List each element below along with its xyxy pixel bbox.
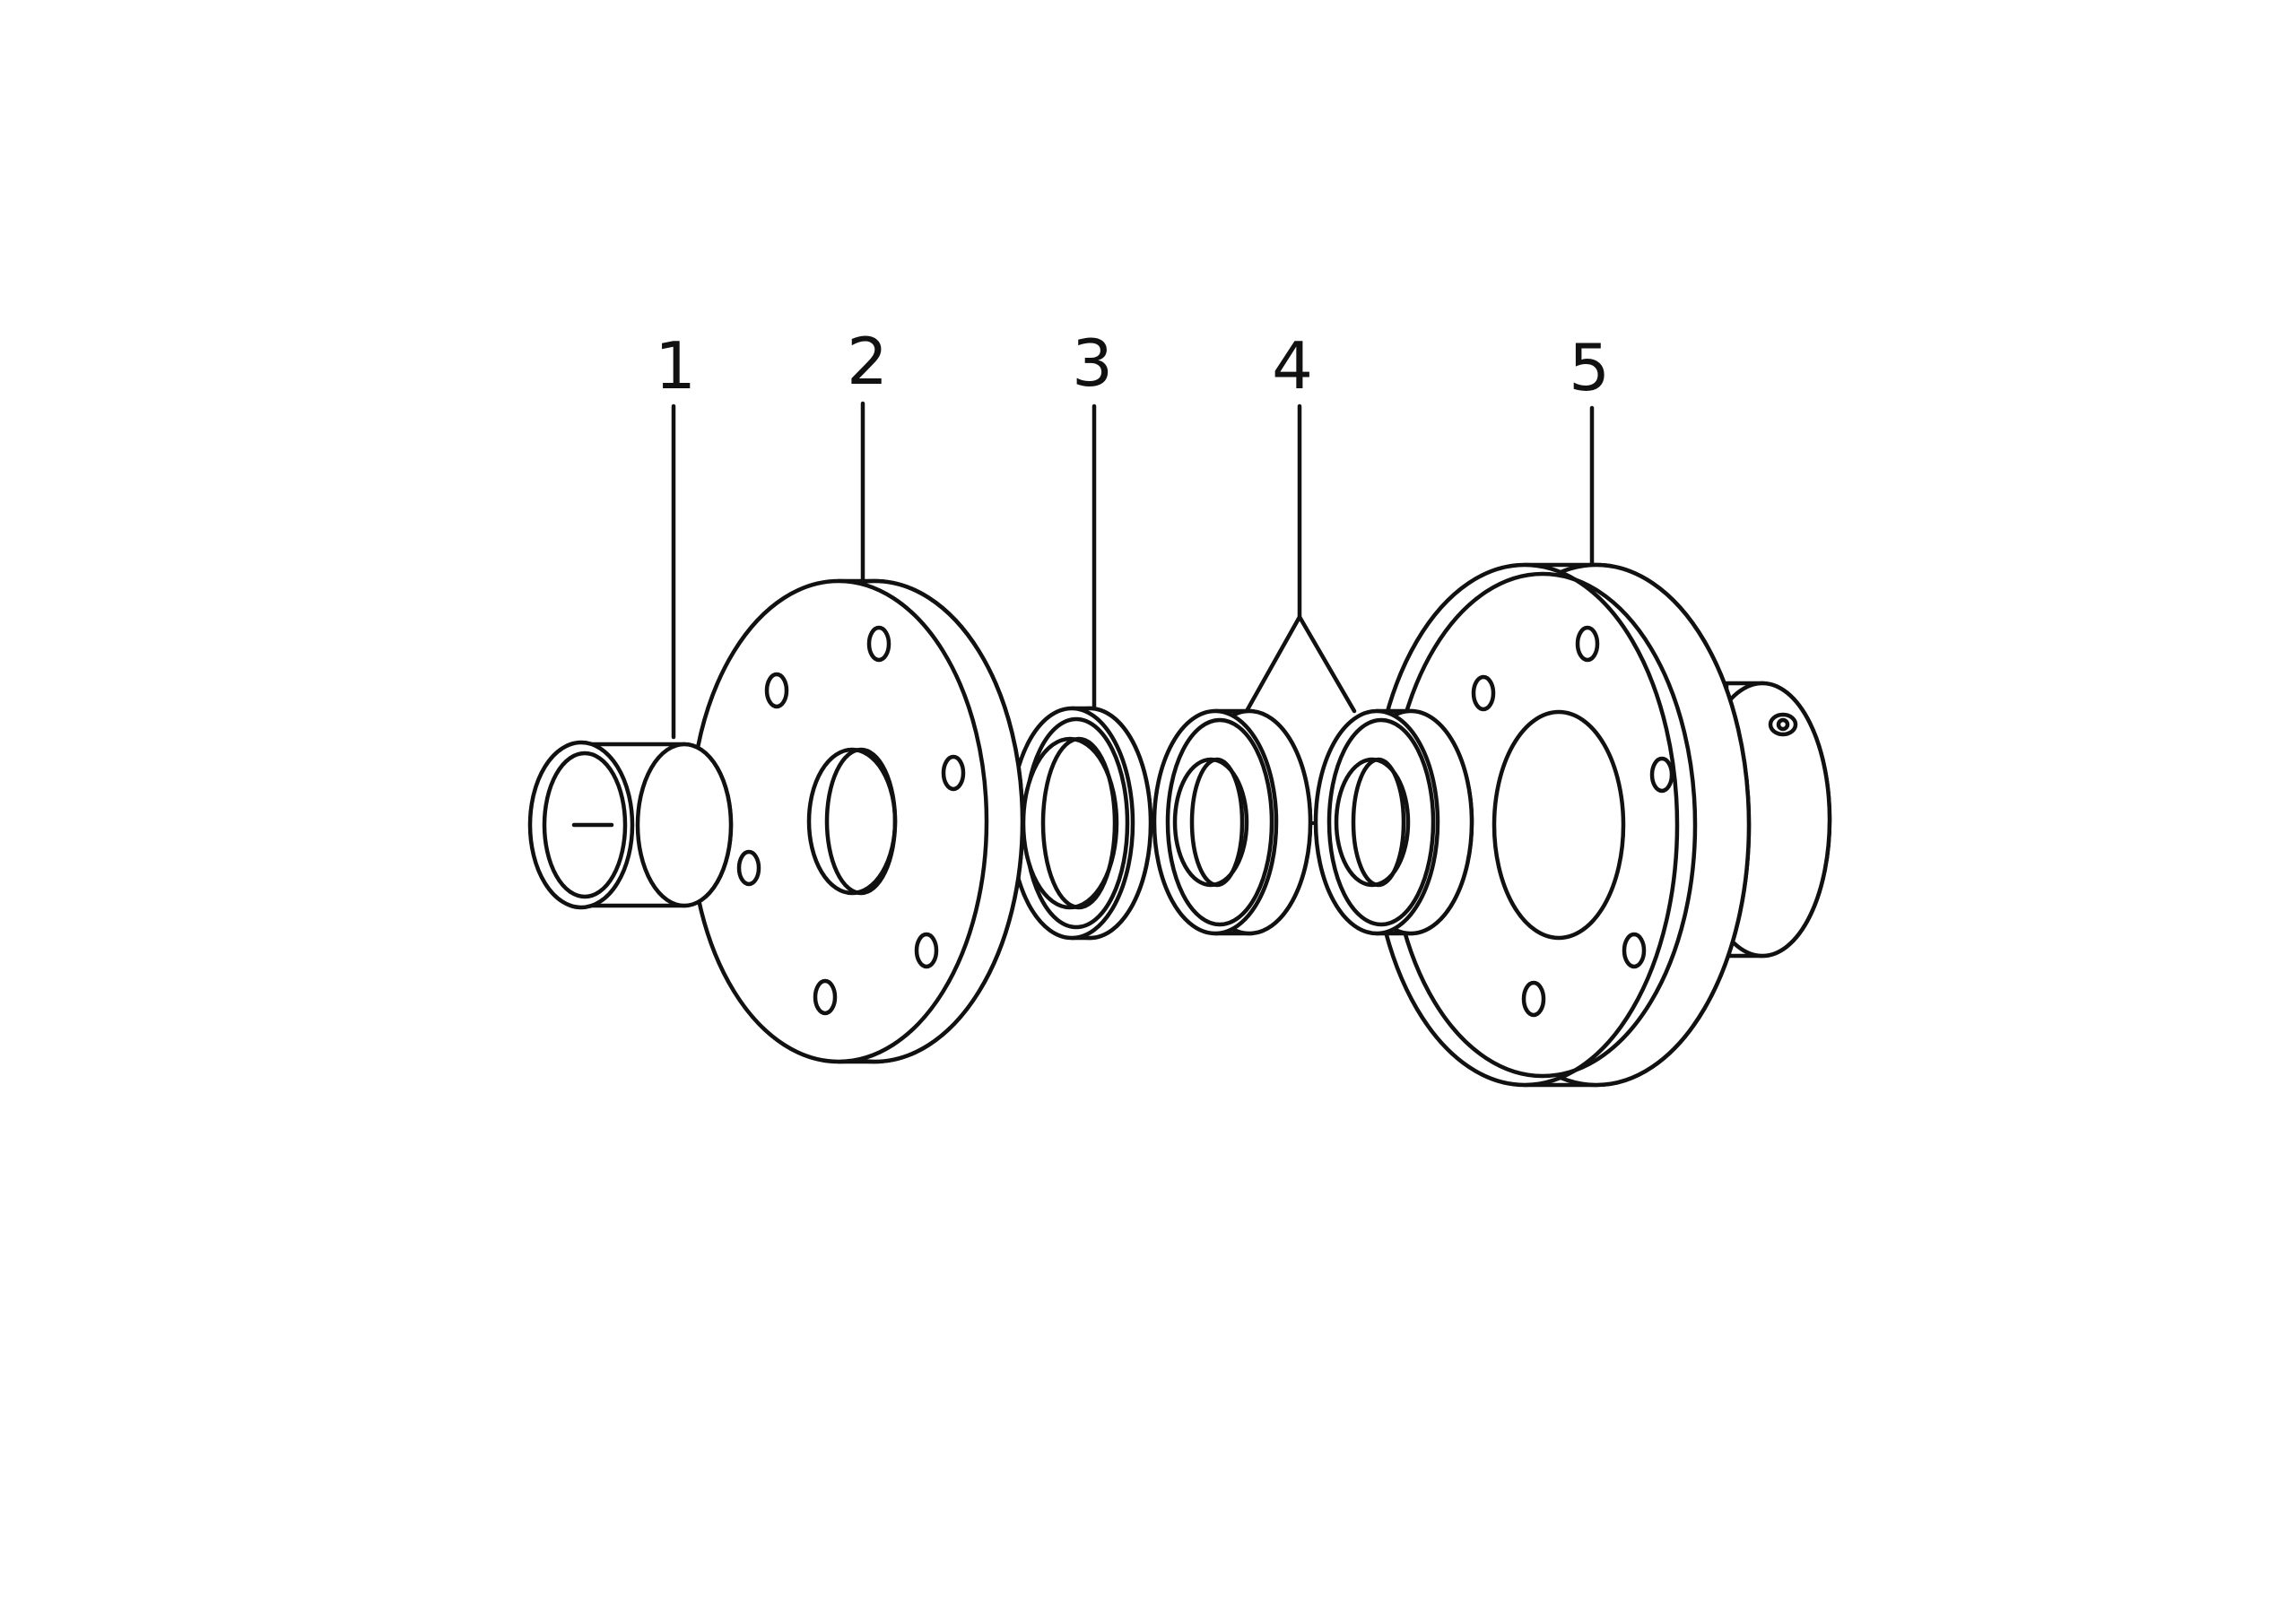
part-2-flange-disc	[688, 578, 1025, 1064]
leader-lines	[671, 401, 1595, 740]
part-5-flanged-hub	[1370, 562, 1832, 1088]
set-screw-icon	[1768, 712, 1798, 737]
label-part-4: 4	[1272, 328, 1313, 404]
part-3-ring	[1008, 706, 1153, 941]
part-1-bushing	[527, 740, 734, 910]
label-part-3: 3	[1072, 325, 1113, 401]
label-part-5: 5	[1569, 330, 1610, 405]
part-labels: 1 2 3 4 5	[655, 324, 1610, 405]
part-5-bolt-holes	[1471, 625, 1674, 1018]
label-part-1: 1	[655, 328, 696, 404]
part-4-ring-left	[1152, 708, 1313, 936]
part-4-ring-right	[1313, 708, 1474, 936]
label-part-2: 2	[847, 324, 888, 399]
part-2-bolt-holes	[736, 625, 966, 1016]
